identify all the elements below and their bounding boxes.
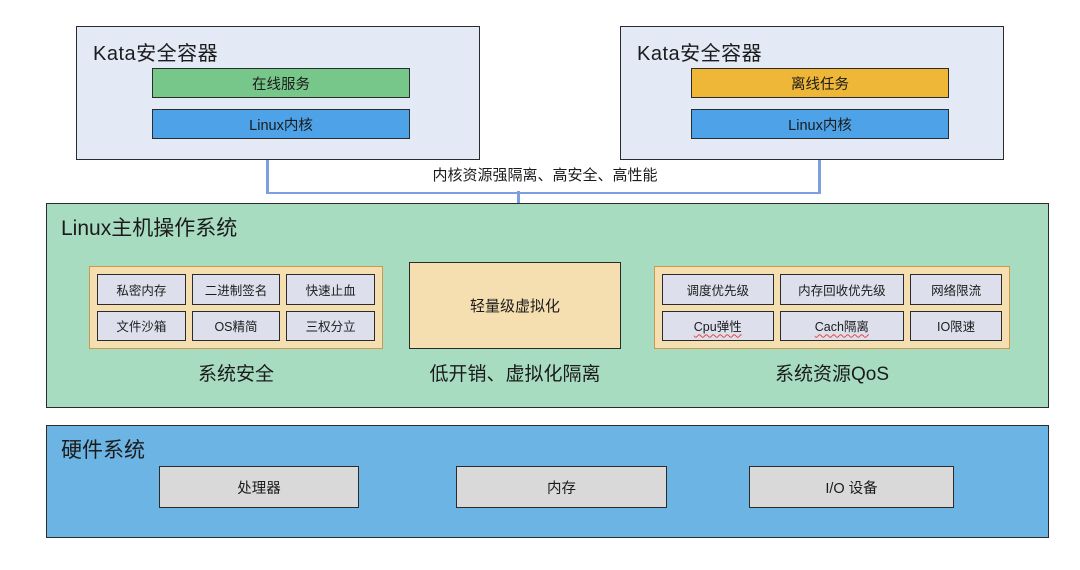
kata-container-left-title: Kata安全容器: [93, 43, 219, 65]
group-system-security: 私密内存 二进制签名 快速止血 文件沙箱 OS精简 三权分立: [89, 266, 383, 349]
connector-label: 内核资源强隔离、高安全、高性能: [432, 167, 658, 184]
chip-io-rate-limit: IO限速: [910, 310, 1002, 341]
chip-binary-signature: 二进制签名: [191, 274, 281, 305]
chip-schedule-priority: 调度优先级: [662, 274, 774, 305]
section-caption-system-security: 系统安全: [197, 364, 274, 385]
chip-cache-isolation-label: Cach隔离: [814, 320, 869, 335]
kata-container-left: Kata安全容器 在线服务 Linux内核: [76, 26, 480, 160]
section-caption-resource-qos: 系统资源QoS: [774, 364, 890, 385]
chip-memory-reclaim-priority: 内存回收优先级: [779, 274, 905, 305]
connector-drop-left: [266, 160, 269, 194]
hardware-box-processor: 处理器: [159, 466, 359, 508]
security-row-1: 私密内存 二进制签名 快速止血: [97, 274, 375, 305]
kernel-box-left: Linux内核: [152, 109, 410, 139]
workload-box-offline-task: 离线任务: [691, 68, 949, 98]
qos-row-2: Cpu弹性 Cach隔离 IO限速: [662, 310, 1002, 341]
chip-separation-of-powers: 三权分立: [286, 310, 375, 341]
hardware-box-memory: 内存: [456, 466, 667, 508]
kata-container-right: Kata安全容器 离线任务 Linux内核: [620, 26, 1004, 160]
workload-box-online-service: 在线服务: [152, 68, 410, 98]
group-resource-qos: 调度优先级 内存回收优先级 网络限流 Cpu弹性 Cach隔离 IO限速: [654, 266, 1010, 349]
qos-row-1: 调度优先级 内存回收优先级 网络限流: [662, 274, 1002, 305]
connector-drop-right: [818, 160, 821, 194]
chip-os-slim: OS精简: [191, 310, 281, 341]
host-os-panel: Linux主机操作系统 私密内存 二进制签名 快速止血 文件沙箱 OS精简 三权…: [46, 203, 1049, 408]
group-lightweight-virtualization: 轻量级虚拟化: [409, 262, 621, 349]
host-os-title: Linux主机操作系统: [61, 217, 238, 240]
section-caption-low-overhead: 低开销、虚拟化隔离: [429, 364, 601, 385]
chip-private-memory: 私密内存: [97, 274, 186, 305]
connector-bus: [266, 191, 821, 195]
chip-cpu-elasticity: Cpu弹性: [662, 310, 774, 341]
security-row-2: 文件沙箱 OS精简 三权分立: [97, 310, 375, 341]
chip-fast-stop-bleeding: 快速止血: [286, 274, 375, 305]
hardware-box-io-device: I/O 设备: [749, 466, 954, 508]
chip-cpu-elasticity-label: Cpu弹性: [693, 320, 742, 335]
chip-file-sandbox: 文件沙箱: [97, 310, 186, 341]
kata-container-right-title: Kata安全容器: [637, 43, 763, 65]
chip-network-throttle: 网络限流: [910, 274, 1002, 305]
hardware-title: 硬件系统: [61, 439, 145, 462]
kernel-box-right: Linux内核: [691, 109, 949, 139]
chip-cache-isolation: Cach隔离: [779, 310, 905, 341]
hardware-panel: 硬件系统 处理器 内存 I/O 设备: [46, 425, 1049, 538]
